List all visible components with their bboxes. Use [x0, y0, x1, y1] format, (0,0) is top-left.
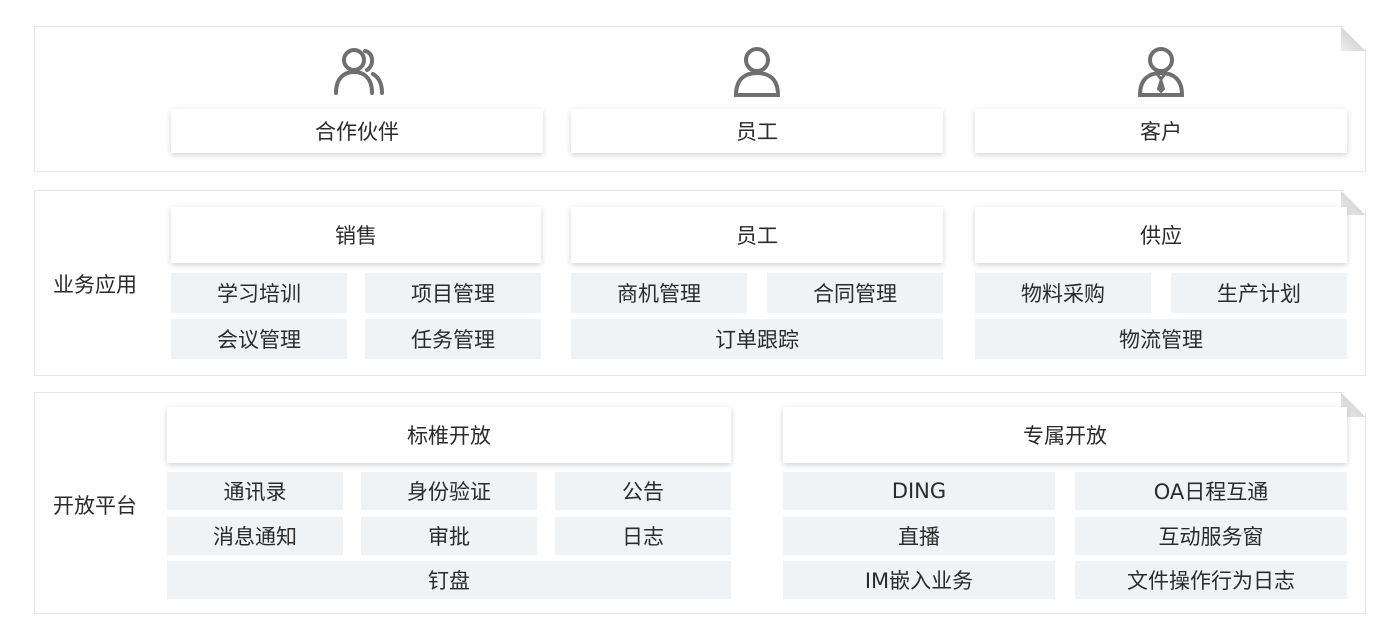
open-platform-panel: 开放平台 标椎开放 通讯录 身份验证 公告 消息通知 审批 日志 钉盘 专属开放… — [34, 392, 1366, 614]
sales-item-meeting: 会议管理 — [171, 319, 347, 359]
std-item-drive: 钉盘 — [167, 561, 731, 599]
group-exclusive-open-title: 专属开放 — [783, 407, 1347, 463]
sales-item-task: 任务管理 — [365, 319, 541, 359]
group-supply-title: 供应 — [975, 207, 1347, 263]
supply-item-logistics: 物流管理 — [975, 319, 1347, 359]
supply-item-production: 生产计划 — [1171, 273, 1347, 313]
business-apps-panel: 业务应用 销售 学习培训 项目管理 会议管理 任务管理 员工 商机管理 合同管理… — [34, 190, 1366, 376]
employee-item-order: 订单跟踪 — [571, 319, 943, 359]
excl-item-ding: DING — [783, 472, 1055, 510]
user-employee-box: 员工 — [571, 109, 943, 153]
open-platform-label: 开放平台 — [53, 494, 137, 518]
customer-icon — [1133, 43, 1189, 99]
sales-item-project: 项目管理 — [365, 273, 541, 313]
std-item-log: 日志 — [555, 517, 731, 555]
employee-icon — [729, 43, 785, 99]
business-apps-label: 业务应用 — [53, 273, 137, 297]
group-sales-title: 销售 — [171, 207, 541, 263]
std-item-announcement: 公告 — [555, 472, 731, 510]
user-customer-box: 客户 — [975, 109, 1347, 153]
std-item-notification: 消息通知 — [167, 517, 343, 555]
excl-item-file-log: 文件操作行为日志 — [1075, 561, 1347, 599]
sales-item-training: 学习培训 — [171, 273, 347, 313]
std-item-approval: 审批 — [361, 517, 537, 555]
std-item-contacts: 通讯录 — [167, 472, 343, 510]
excl-item-oa-calendar: OA日程互通 — [1075, 472, 1347, 510]
employee-item-contract: 合同管理 — [767, 273, 943, 313]
panel-corner-fold — [1341, 27, 1365, 51]
user-partners-box: 合作伙伴 — [171, 109, 543, 153]
supply-item-purchase: 物料采购 — [975, 273, 1151, 313]
group-employee-title: 员工 — [571, 207, 943, 263]
partners-icon — [331, 43, 387, 99]
excl-item-service-window: 互动服务窗 — [1075, 517, 1347, 555]
excl-item-im-embed: IM嵌入业务 — [783, 561, 1055, 599]
group-standard-open-title: 标椎开放 — [167, 407, 731, 463]
excl-item-live: 直播 — [783, 517, 1055, 555]
std-item-identity: 身份验证 — [361, 472, 537, 510]
users-panel: 合作伙伴 员工 客户 — [34, 26, 1366, 172]
employee-item-opportunity: 商机管理 — [571, 273, 747, 313]
